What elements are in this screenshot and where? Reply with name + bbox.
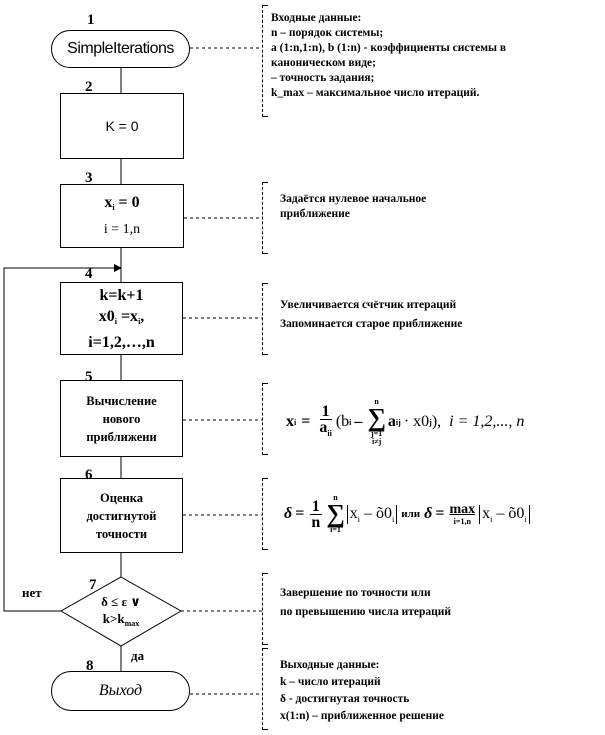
init-counter-block: K = 0 xyxy=(60,93,184,159)
iteration-block: k=k+1 x0i =xi, i=1,2,…,n xyxy=(60,282,183,355)
iteration-line1: k=k+1 xyxy=(99,286,144,304)
exit-label: Выход xyxy=(98,682,143,699)
block-number-4: 4 xyxy=(85,266,93,282)
block-number-7: 7 xyxy=(89,577,97,593)
exit-terminal: Выход xyxy=(51,671,190,711)
compute-line2: нового xyxy=(102,411,141,426)
note-termination: Завершение по точности или по превышению… xyxy=(280,587,451,618)
note-input-data: Входные данные: n – порядок системы; a (… xyxy=(271,12,507,99)
note-bracket-4 xyxy=(262,283,268,355)
block-number-2: 2 xyxy=(85,79,93,95)
compute-line1: Вычисление xyxy=(86,393,157,408)
edge-label-yes: да xyxy=(131,648,145,663)
start-terminal: SimpleIterations xyxy=(51,30,190,68)
start-label: SimpleIterations xyxy=(67,40,174,57)
accuracy-block: Оценка достигнутой точности xyxy=(60,478,183,553)
accuracy-line3: точности xyxy=(95,526,148,541)
note-bracket-3 xyxy=(262,182,268,254)
zero-init-line2: i = 1,n xyxy=(103,221,141,237)
iteration-line2: x0i =xi, xyxy=(98,307,145,326)
block-number-6: 6 xyxy=(85,467,93,483)
decision-text: δ ≤ ε ∨ k>kmax xyxy=(70,593,172,632)
note-initial-approx: Задаётся нулевое начальное приближение xyxy=(280,193,427,220)
block-number-8: 8 xyxy=(86,658,94,674)
note-bracket-8 xyxy=(262,648,268,730)
zero-init-line1: xi = 0 xyxy=(104,193,140,212)
edge-label-no: нет xyxy=(22,585,42,600)
note-bracket-7 xyxy=(262,573,268,645)
decision-line2: k>kmax xyxy=(102,611,140,628)
zero-init-block: xi = 0 i = 1,n xyxy=(60,184,184,248)
edge-7-loop xyxy=(3,264,122,612)
accuracy-line2: достигнутой xyxy=(86,508,157,523)
block-number-1: 1 xyxy=(87,12,95,28)
note-output-data: Выходные данные: k – число итераций δ - … xyxy=(280,659,445,722)
compute-block: Вычисление нового приближени xyxy=(60,380,183,457)
block-number-3: 3 xyxy=(85,170,93,186)
block-number-5: 5 xyxy=(85,369,93,385)
decision-diamond-shape xyxy=(59,576,183,647)
note-counter: Увеличивается счётчик итераций Запоминае… xyxy=(280,299,463,330)
note-bracket-5 xyxy=(262,383,268,455)
init-counter-label: K = 0 xyxy=(105,118,139,134)
decision-line1: δ ≤ ε ∨ xyxy=(101,594,141,609)
note-bracket-1 xyxy=(262,5,268,117)
compute-line3: приближени xyxy=(86,429,157,444)
accuracy-line1: Оценка xyxy=(100,490,143,505)
iteration-line3: i=1,2,…,n xyxy=(88,333,155,351)
note-bracket-6 xyxy=(262,478,268,550)
